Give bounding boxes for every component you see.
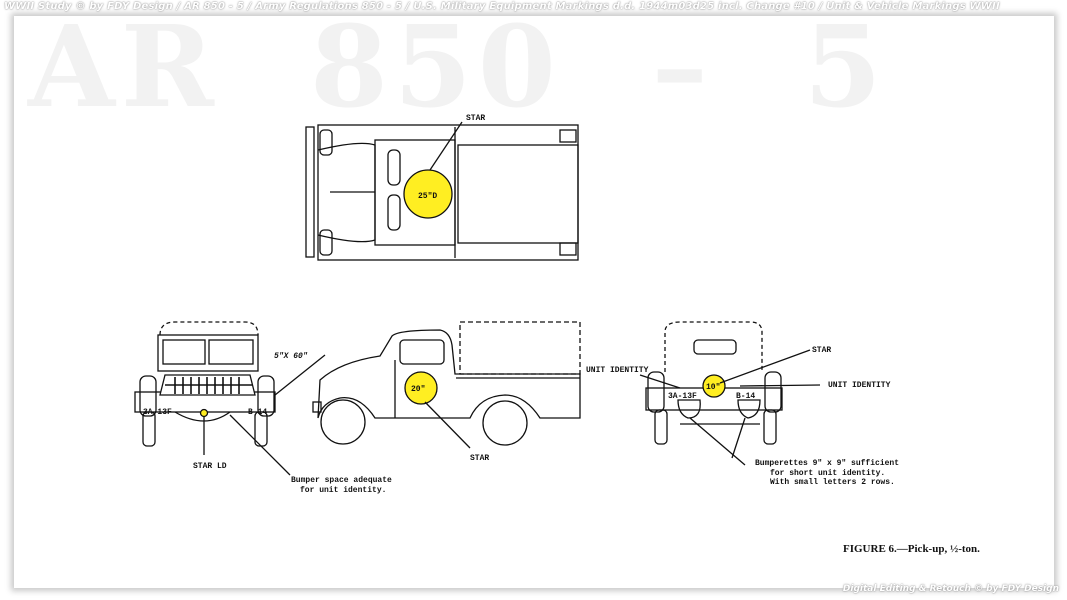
label-top-star-size: 25"D (418, 192, 437, 201)
label-side-star-size: 20" (411, 385, 425, 394)
front-view: 3A-13F B-14 5"X 60" STAR LD Bumper space… (134, 321, 392, 495)
label-rear-star-size: 10" (706, 383, 720, 392)
label-bumper-note-1: Bumper space adequate (291, 476, 392, 485)
star-marking-rear (702, 374, 726, 398)
label-rear-bumper-left: 3A-13F (668, 392, 697, 401)
rear-view: 10" 3A-13F B-14 STAR UNIT IDENTITY Bumpe… (645, 321, 899, 487)
label-rear-star: STAR (812, 346, 831, 355)
label-front-bumper-left: 3A-13F (143, 408, 172, 417)
label-front-dimension: 5"X 60" (274, 352, 308, 361)
watermark-title: AR 850 – 5 (28, 2, 888, 133)
label-unit-identity-left: UNIT IDENTITY (586, 366, 649, 375)
label-top-star: STAR (466, 114, 485, 123)
footer-credit: Digital Editing & Retouch © by FDY Desig… (842, 584, 1059, 594)
label-unit-identity-right: UNIT IDENTITY (828, 381, 891, 390)
label-side-star: STAR (470, 454, 489, 463)
page-frame (14, 16, 1054, 588)
label-front-bumper-right: B-14 (248, 408, 267, 417)
star-marking-top (403, 169, 453, 219)
label-bumperette-note-2: for short unit identity. (770, 469, 885, 478)
header-watermark-text: WWII Study © by FDY Design / AR 850 - 5 … (4, 1, 1000, 12)
label-front-star: STAR LD (193, 462, 227, 471)
label-bumperette-note-1: Bumperettes 9" x 9" sufficient (755, 459, 899, 468)
side-view: 20" STAR UNIT IDENTITY (312, 321, 681, 463)
label-rear-bumper-right: B-14 (736, 392, 755, 401)
label-bumper-note-2: for unit identity. (300, 486, 386, 495)
star-marking-side (404, 371, 438, 405)
top-view: STAR 25"D (305, 114, 579, 261)
label-bumperette-note-3: With small letters 2 rows. (770, 478, 895, 487)
figure-caption: FIGURE 6.—Pick-up, ½-ton. (843, 543, 980, 555)
